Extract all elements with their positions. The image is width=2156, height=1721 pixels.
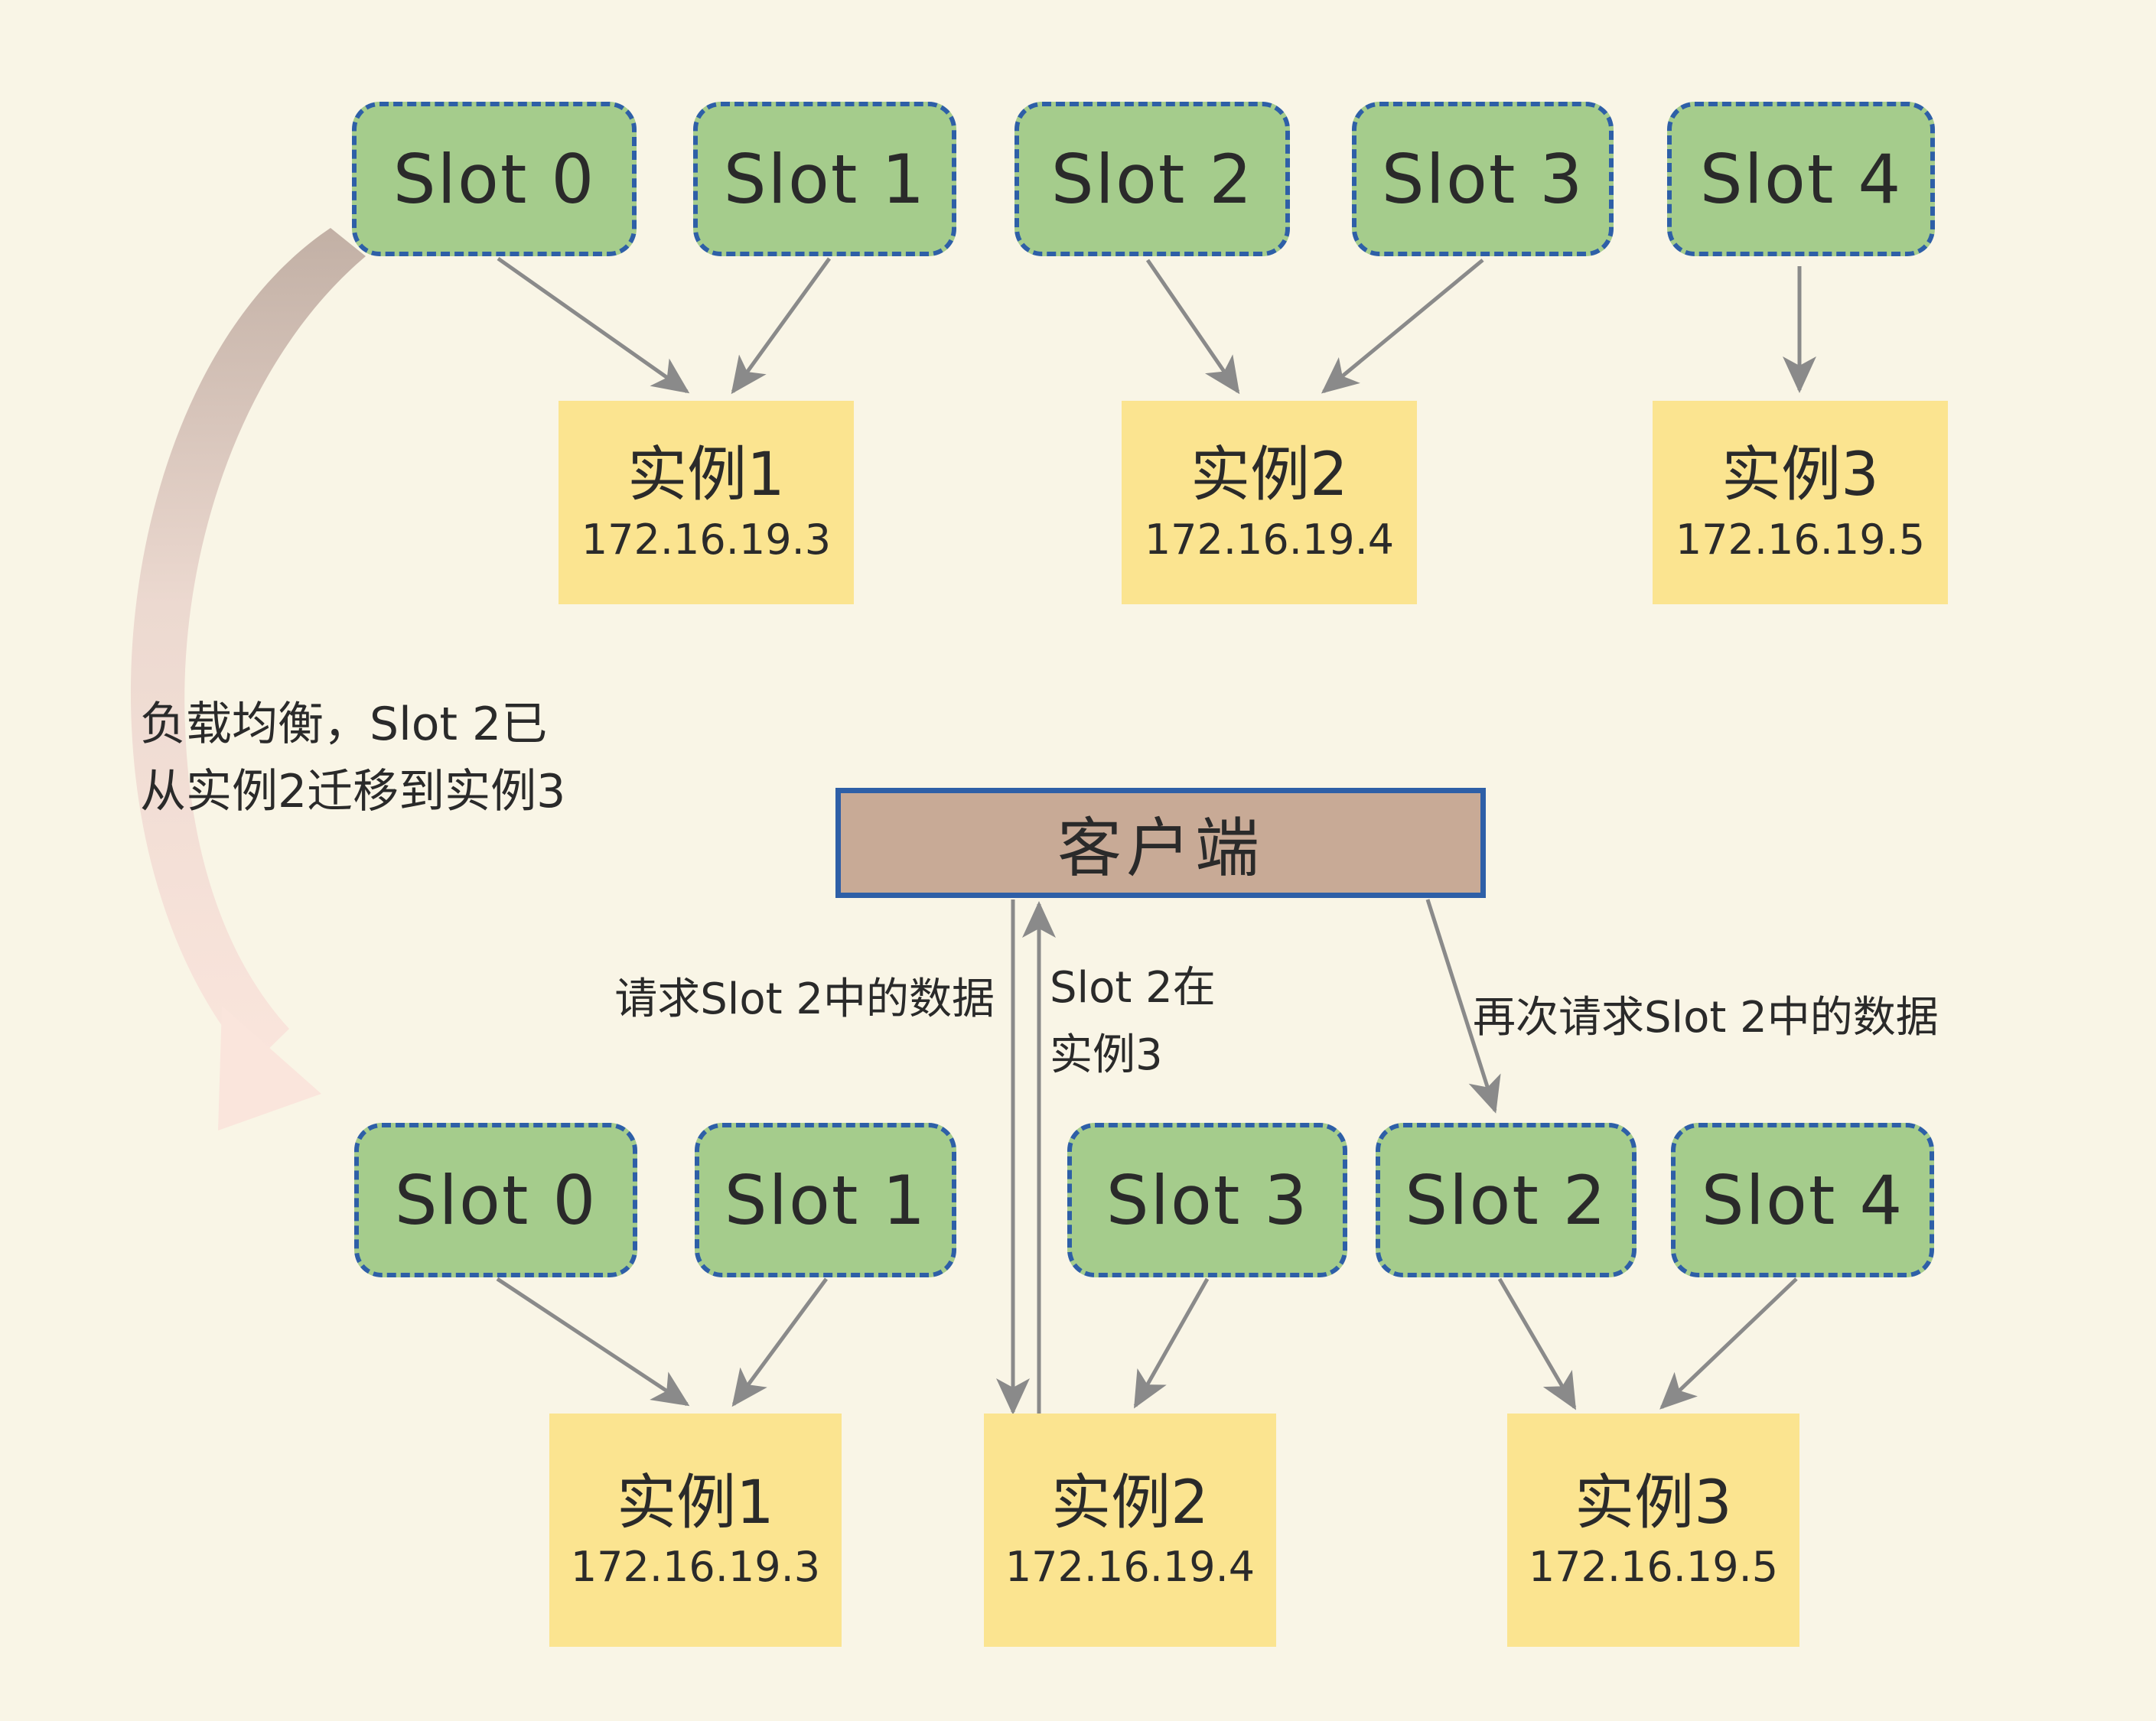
migration-curve-arrowhead xyxy=(218,1006,321,1131)
arrow-top-slot2-instance2 xyxy=(1145,259,1240,395)
bottom-instance-1: 实例1 172.16.19.3 xyxy=(549,1414,842,1647)
arrow-top-slot1-instance1 xyxy=(731,257,832,395)
label-slot2-located-line1: Slot 2在 xyxy=(1050,963,1216,1013)
label-retry-request-slot2-data: 再次请求Slot 2中的数据 xyxy=(1473,993,1939,1043)
client-box: 客户端 xyxy=(835,788,1486,898)
bottom-slot-4: Slot 4 xyxy=(1671,1123,1934,1277)
top-slot-4: Slot 4 xyxy=(1667,102,1935,256)
arrow-bottom-slot1-instance1 xyxy=(731,1277,829,1407)
label-request-slot2-data: 请求Slot 2中的数据 xyxy=(614,974,995,1024)
instance-ip: 172.16.19.5 xyxy=(1528,1543,1779,1592)
top-instance-1: 实例1 172.16.19.3 xyxy=(559,401,854,604)
top-instance-3: 实例3 172.16.19.5 xyxy=(1653,401,1948,604)
instance-name: 实例3 xyxy=(1575,1468,1732,1537)
migration-note-line1: 负载均衡，Slot 2已 xyxy=(140,698,548,751)
arrow-bottom-slot3-instance2 xyxy=(1133,1277,1210,1409)
bottom-instance-3: 实例3 172.16.19.5 xyxy=(1507,1414,1799,1647)
migration-note-line2: 从实例2迁移到实例3 xyxy=(140,765,566,818)
instance-name: 实例2 xyxy=(1051,1468,1209,1537)
arrow-bottom-slot0-instance1 xyxy=(496,1277,690,1407)
instance-name: 实例1 xyxy=(617,1468,774,1537)
bottom-instance-2: 实例2 172.16.19.4 xyxy=(984,1414,1276,1647)
top-slot-0: Slot 0 xyxy=(352,102,637,256)
label-slot2-located-instance3: Slot 2在 实例3 xyxy=(1050,955,1216,1089)
arrow-bottom-slot2-instance3 xyxy=(1497,1277,1577,1410)
instance-ip: 172.16.19.5 xyxy=(1675,515,1926,564)
instance-ip: 172.16.19.3 xyxy=(570,1543,821,1592)
top-slot-2: Slot 2 xyxy=(1014,102,1290,256)
instance-ip: 172.16.19.4 xyxy=(1144,515,1395,564)
top-instance-2: 实例2 172.16.19.4 xyxy=(1122,401,1417,604)
arrow-top-slot3-instance2 xyxy=(1321,259,1484,394)
top-slot-1: Slot 1 xyxy=(693,102,956,256)
top-slot-3: Slot 3 xyxy=(1352,102,1614,256)
bottom-slot-1: Slot 1 xyxy=(695,1123,956,1277)
instance-ip: 172.16.19.4 xyxy=(1005,1543,1255,1592)
migration-curve-arrow xyxy=(130,228,366,1065)
instance-name: 实例3 xyxy=(1721,441,1879,510)
instance-name: 实例1 xyxy=(627,441,785,510)
instance-name: 实例2 xyxy=(1190,441,1348,510)
arrow-top-slot0-instance1 xyxy=(497,256,690,394)
bottom-slot-2: Slot 2 xyxy=(1376,1123,1637,1277)
label-slot2-located-line2: 实例3 xyxy=(1050,1030,1163,1080)
bottom-slot-3: Slot 3 xyxy=(1067,1123,1347,1277)
bottom-slot-0: Slot 0 xyxy=(354,1123,637,1277)
arrow-bottom-slot4-instance3 xyxy=(1659,1277,1798,1410)
migration-note: 负载均衡，Slot 2已 从实例2迁移到实例3 xyxy=(140,691,565,825)
instance-ip: 172.16.19.3 xyxy=(581,515,832,564)
